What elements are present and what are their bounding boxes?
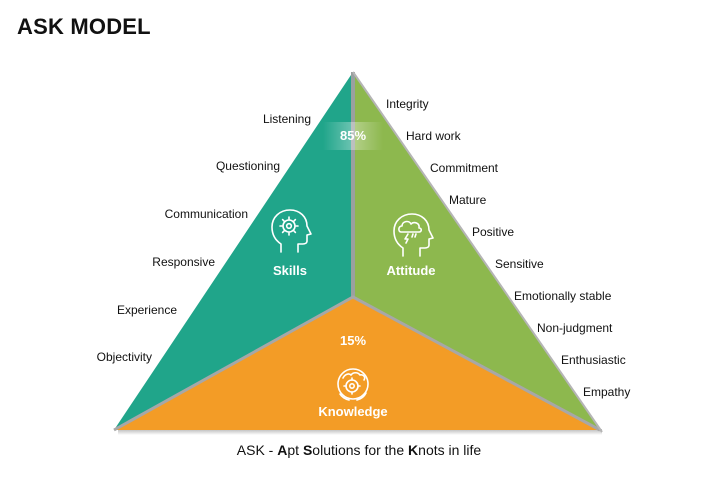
- page-title: ASK MODEL: [17, 14, 151, 39]
- skills-label: Skills: [273, 263, 307, 278]
- knowledge-ridge: [113, 295, 601, 432]
- skill-item-questioning: Questioning: [215, 159, 280, 173]
- attitude-item-sensitive: Sensitive: [495, 257, 544, 271]
- caption: ASK - Apt Solutions for the Knots in lif…: [0, 442, 718, 458]
- caption-bold-a: A: [277, 442, 288, 458]
- attitude-item-enthusiastic: Enthusiastic: [561, 353, 626, 367]
- caption-prefix: ASK -: [236, 442, 278, 458]
- caption-bold-s: S: [302, 442, 313, 458]
- attitude-label: Attitude: [386, 263, 436, 278]
- attitude-item-hard-work: Hard work: [406, 129, 461, 143]
- bottom-percentage: 15%: [339, 333, 367, 348]
- skill-item-objectivity: Objectivity: [96, 350, 152, 364]
- head-gear-icon: [267, 206, 315, 261]
- base-shadow: [118, 429, 602, 435]
- skill-item-responsive: Responsive: [152, 255, 215, 269]
- attitude-item-positive: Positive: [472, 225, 515, 239]
- skill-item-experience: Experience: [116, 303, 177, 317]
- attitude-item-integrity: Integrity: [386, 97, 429, 111]
- top-percentage: 85%: [323, 122, 383, 150]
- skills-face: [114, 72, 353, 430]
- brain-gear-icon: [331, 364, 375, 409]
- head-storm-icon: [389, 210, 437, 265]
- attitude-item-commitment: Commitment: [430, 161, 499, 175]
- knowledge-label: Knowledge: [318, 404, 388, 419]
- caption-rest-s: olutions for the: [312, 442, 409, 458]
- caption-rest-a: pt: [287, 442, 303, 458]
- right-edge: [352, 71, 603, 433]
- attitude-item-non-judgment: Non-judgment: [537, 321, 613, 335]
- caption-rest-k: nots in life: [418, 442, 482, 458]
- caption-bold-k: K: [408, 442, 419, 458]
- skill-item-listening: Listening: [262, 112, 311, 126]
- attitude-item-mature: Mature: [449, 193, 487, 207]
- skill-item-communication: Communication: [164, 207, 248, 221]
- attitude-item-emotionally-stable: Emotionally stable: [514, 289, 612, 303]
- knowledge-face: [114, 297, 600, 430]
- attitude-item-empathy: Empathy: [583, 385, 631, 399]
